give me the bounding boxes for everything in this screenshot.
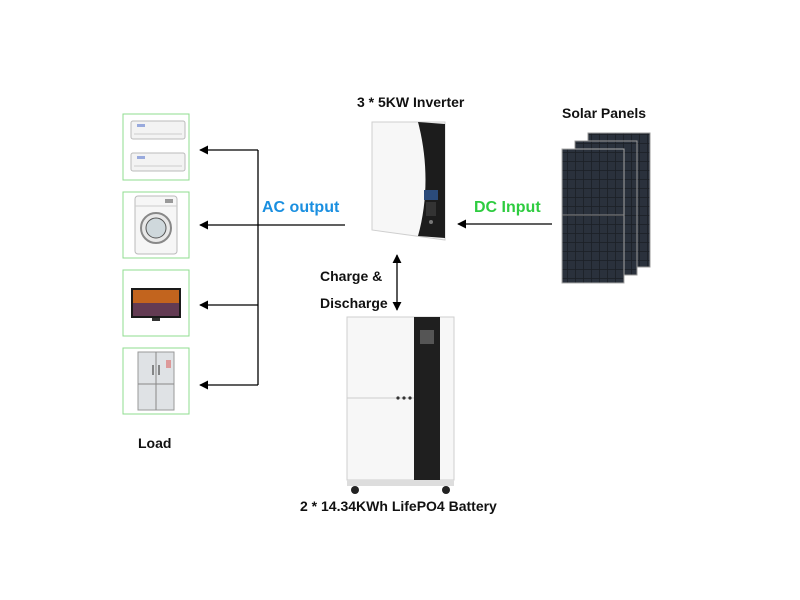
battery-title: 2 * 14.34KWh LifePO4 Battery (300, 498, 497, 514)
dc-input-label: DC Input (474, 199, 541, 216)
load-item-refrigerator (122, 347, 190, 415)
charge-label-line2: Discharge (320, 295, 388, 311)
washing-machine-icon (134, 195, 178, 255)
load-item-television (122, 269, 190, 337)
load-item-air-conditioner (122, 113, 190, 181)
television-icon (131, 288, 181, 321)
load-title: Load (138, 435, 172, 451)
inverter-icon (371, 121, 446, 241)
refrigerator-icon (137, 351, 175, 411)
solar-panels-title: Solar Panels (562, 105, 647, 121)
air-conditioner-icon (130, 120, 186, 172)
ac-output-label: AC output (262, 199, 340, 216)
load-item-washing-machine (122, 191, 190, 259)
battery-cabinet-icon (346, 316, 455, 494)
charge-discharge-label: Charge & Discharge (320, 263, 388, 317)
inverter-title: 3 * 5KW Inverter (357, 94, 465, 110)
charge-label-line1: Charge & (320, 268, 383, 284)
ac-output-wiring (199, 145, 345, 390)
solar-panel-icon (561, 132, 651, 284)
